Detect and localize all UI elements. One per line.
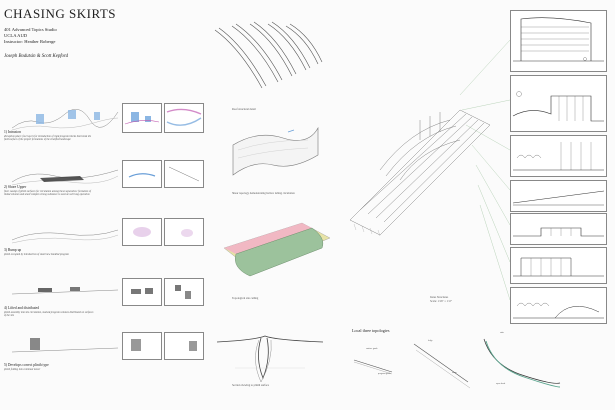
step2-note: floor swamp of plinth surfaces for circu… <box>4 190 92 196</box>
step3-plan-a <box>122 218 162 246</box>
topology-2-bottom: ramp <box>452 372 457 374</box>
local-topologies-title: Local three topologies <box>352 328 390 333</box>
step5-perspective <box>11 338 119 353</box>
roof-caption: Roof structural detail <box>232 108 256 111</box>
topology-2 <box>413 343 471 389</box>
course-name: 401 Advanced Topics Studio <box>4 27 57 32</box>
topology-3-top: stair <box>500 332 504 334</box>
step1-perspective <box>11 108 119 131</box>
step2-label: 2) Shore Upper <box>4 185 27 189</box>
plinth-section-drawing <box>216 335 324 383</box>
topology-3 <box>483 338 561 388</box>
author-names: Joseph Bodutsin & Scott Kepford <box>4 54 69 59</box>
step4-plan-b <box>164 278 204 306</box>
step4-plan-a <box>122 278 162 306</box>
section-panel-4 <box>510 180 607 212</box>
topological-site-drawing <box>223 222 331 277</box>
section-panel-3 <box>510 135 607 177</box>
topology-1 <box>353 359 393 375</box>
section-panel-7 <box>510 287 607 324</box>
topology-2-top: ledge <box>428 340 433 342</box>
instructor-name: Instructor: Heather Roberge <box>4 39 56 44</box>
roof-structure-drawing <box>214 21 323 89</box>
step5-note: plinth folding into continual mover <box>4 368 41 371</box>
step4-note: plinth assembly into site circulation, s… <box>4 311 94 317</box>
step1-label: 1) Intrusion <box>4 130 21 134</box>
shear-topology-drawing <box>232 126 319 176</box>
section-panel-5 <box>510 213 607 245</box>
step4-label: 4) Lifted and distributed <box>4 306 40 310</box>
school-name: UCLA AUD <box>4 33 28 38</box>
model-scale: Scale: 1/16" = 1'-0" <box>430 300 452 303</box>
model-name: Iteres Structures <box>430 296 449 299</box>
step2-perspective <box>11 169 119 186</box>
step2-plan-b <box>164 160 204 188</box>
section-panel-6 <box>510 247 607 284</box>
step5-plan-b <box>164 332 204 360</box>
topo-caption: Topological site ceiling <box>232 297 259 300</box>
step1-plan-b <box>164 103 204 133</box>
step1-plan-a <box>122 103 162 133</box>
axonometric-model <box>349 109 491 237</box>
topology-1-bottom: program grade <box>378 373 391 375</box>
topology-3-bottom: open shaft <box>496 383 506 385</box>
step5-label: 5) Develops correct plinth type <box>4 363 49 367</box>
step3-plan-b <box>164 218 204 246</box>
step5-plan-a <box>122 332 162 360</box>
step4-perspective <box>11 287 119 295</box>
section-caption: Section viewing to plinth surface <box>232 384 269 387</box>
step3-label: 3) Bump up <box>4 248 22 252</box>
step2-plan-a <box>122 160 162 188</box>
section-panel-1 <box>510 10 607 72</box>
shear-caption: Shear topology demonstrating hollow tubi… <box>232 192 295 195</box>
topology-1-top: surface grade <box>366 348 378 350</box>
step3-note: plinth occupied by introduction of small… <box>4 253 69 256</box>
section-panel-2 <box>510 75 607 132</box>
board-title: CHASING SKIRTS <box>4 6 117 21</box>
step1-note: disruption place: four layers for introd… <box>4 135 92 141</box>
step3-perspective <box>11 229 119 244</box>
